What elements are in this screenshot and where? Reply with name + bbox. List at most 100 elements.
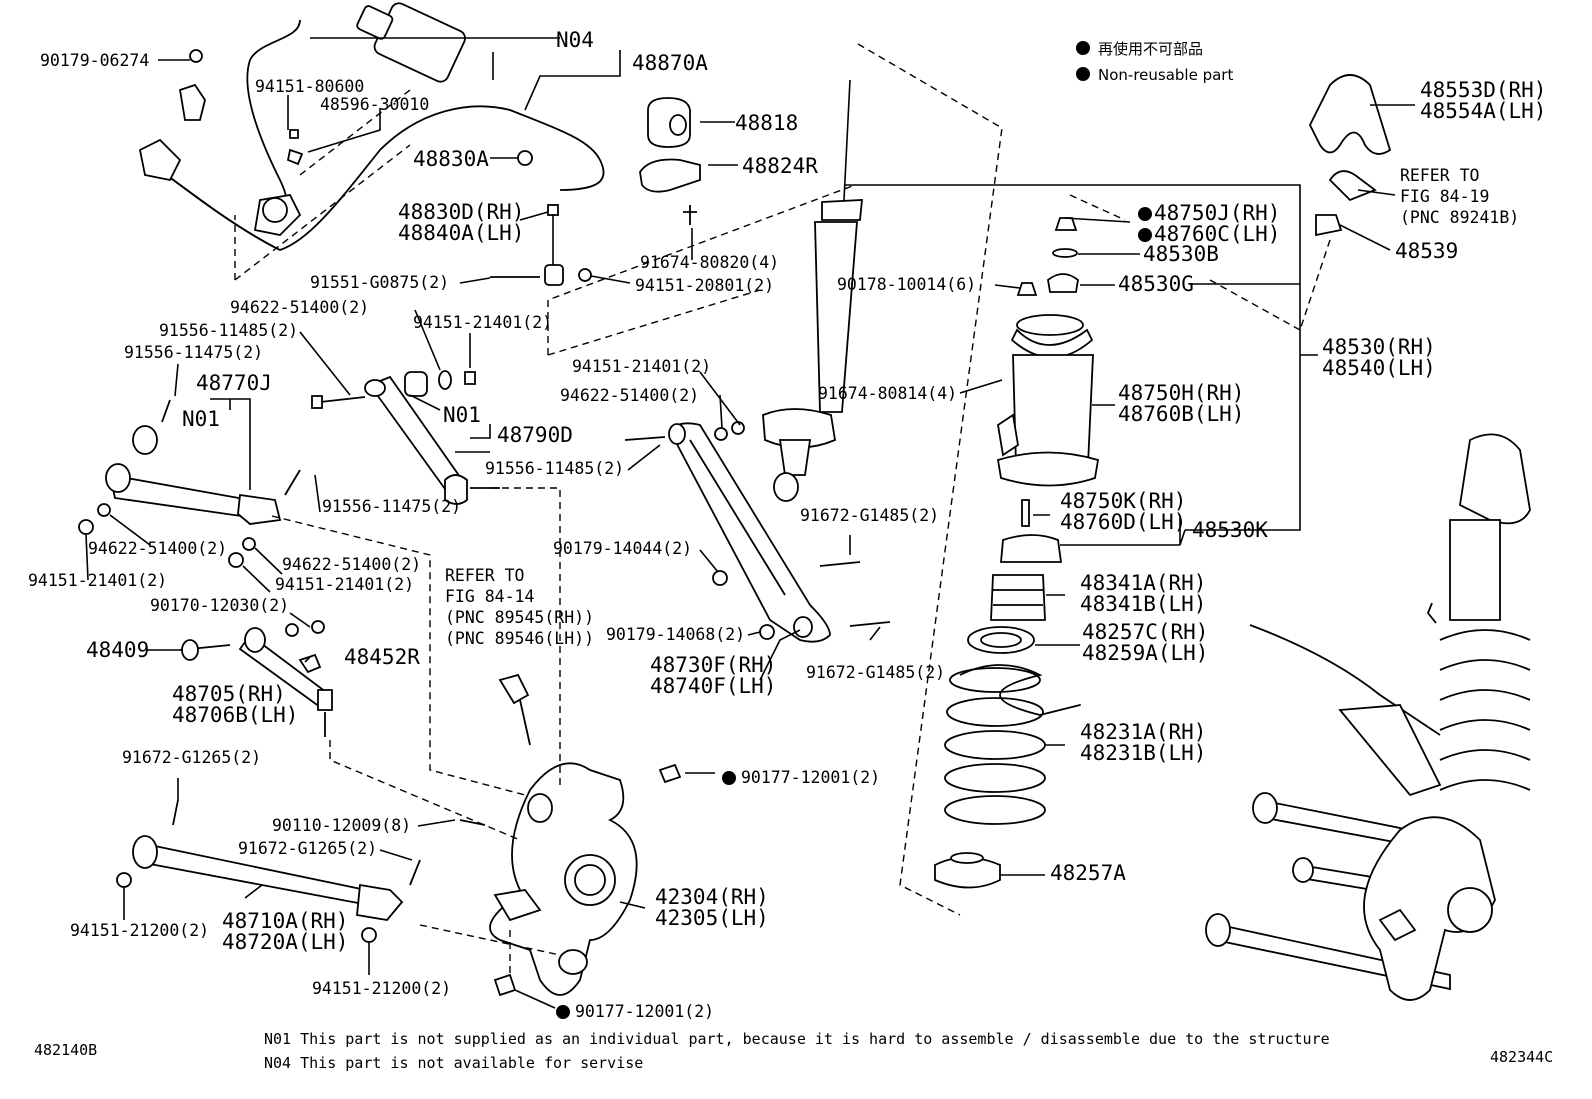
- label-48530g: 48530G: [1118, 272, 1194, 296]
- part-labels: 90179-06274 N04 48870A 94151-80600 48596…: [28, 28, 1546, 1021]
- label-91556-11475-a: 91556-11475(2): [124, 343, 263, 362]
- label-48750h: 48750H(RH): [1118, 381, 1244, 405]
- label-ref2-l2: FIG 84-14: [445, 587, 534, 606]
- upper-arm-48790d: [311, 370, 500, 505]
- label-48760b: 48760B(LH): [1118, 402, 1244, 426]
- label-n01-a: N01: [182, 407, 220, 431]
- label-48720a: 48720A(LH): [222, 930, 348, 954]
- legend-en: Non-reusable part: [1098, 66, 1233, 84]
- label-94151-21200-a: 94151-21200(2): [70, 921, 209, 940]
- label-48540-lh: 48540(LH): [1322, 356, 1436, 380]
- label-90177-12001-b: 90177-12001(2): [575, 1002, 714, 1021]
- stabilizer-bar-group: [138, 2, 605, 281]
- label-42305: 42305(LH): [655, 906, 769, 930]
- label-94151-80600: 94151-80600: [255, 77, 364, 96]
- label-91556-11475-b: 91556-11475(2): [322, 497, 461, 516]
- label-48840a: 48840A(LH): [398, 221, 524, 245]
- label-91674-80820: 91674-80820(4): [640, 253, 779, 272]
- label-91551-g0875: 91551-G0875(2): [310, 273, 449, 292]
- bracket-48824r: [639, 158, 701, 225]
- upper-arm-48770j: [78, 399, 301, 568]
- label-48790d: 48790D: [497, 423, 573, 447]
- label-ref1-l3: (PNC 89241B): [1400, 208, 1519, 227]
- note-n04: N04 This part is not available for servi…: [264, 1054, 643, 1072]
- label-48539: 48539: [1395, 239, 1458, 263]
- legend: 再使用不可部品 Non-reusable part: [1076, 40, 1233, 84]
- label-90179-14044: 90179-14044(2): [553, 539, 692, 558]
- label-48824r: 48824R: [742, 154, 818, 178]
- label-94622-51400-c: 94622-51400(2): [282, 555, 421, 574]
- label-48530k: 48530K: [1192, 518, 1268, 542]
- label-48452r: 48452R: [344, 645, 420, 669]
- label-48760d: 48760D(LH): [1060, 510, 1186, 534]
- label-48341a: 48341A(RH): [1080, 571, 1206, 595]
- label-48341b: 48341B(LH): [1080, 592, 1206, 616]
- label-91672-g1265-b: 91672-G1265(2): [238, 839, 377, 858]
- toe-arm-48705: [179, 620, 333, 737]
- label-48830d: 48830D(RH): [398, 200, 524, 224]
- label-91556-11485-b: 91556-11485(2): [485, 459, 624, 478]
- label-ref1-l2: FIG 84-19: [1400, 187, 1489, 206]
- label-91672-g1265-a: 91672-G1265(2): [122, 748, 261, 767]
- label-n04: N04: [556, 28, 594, 52]
- spring-assembly: [934, 217, 1100, 889]
- label-48231b: 48231B(LH): [1080, 741, 1206, 765]
- label-90110-12009: 90110-12009(8): [272, 816, 411, 835]
- leader-lines: [85, 37, 1415, 1009]
- code-left: 482140B: [34, 1041, 97, 1059]
- label-90170-12030: 90170-12030(2): [150, 596, 289, 615]
- code-right: 482344C: [1490, 1048, 1553, 1066]
- label-48530-rh: 48530(RH): [1322, 335, 1436, 359]
- non-reusable-dot-icon: [1076, 67, 1090, 81]
- label-91672-g1485-a: 91672-G1485(2): [800, 506, 939, 525]
- label-94151-21401-b: 94151-21401(2): [28, 571, 167, 590]
- legend-jp: 再使用不可部品: [1098, 40, 1203, 58]
- label-48596-30010: 48596-30010: [320, 95, 429, 114]
- non-reusable-dot-icon: [1076, 41, 1090, 55]
- label-48530b: 48530B: [1143, 242, 1219, 266]
- label-90178-10014: 90178-10014(6): [837, 275, 976, 294]
- label-48705: 48705(RH): [172, 682, 286, 706]
- note-n01: N01 This part is not supplied as an indi…: [264, 1030, 1330, 1048]
- shock-absorber: [762, 79, 863, 502]
- knuckle-42304: [489, 762, 682, 997]
- label-ref2-l3: (PNC 89545(RH)): [445, 608, 594, 627]
- label-48554a: 48554A(LH): [1420, 99, 1546, 123]
- label-90179-14068: 90179-14068(2): [606, 625, 745, 644]
- label-94151-21401-d: 94151-21401(2): [572, 357, 711, 376]
- non-reusable-dot-icon: [556, 1005, 570, 1019]
- label-ref2-l4: (PNC 89546(LH)): [445, 629, 594, 648]
- label-48710a: 48710A(RH): [222, 909, 348, 933]
- label-48257c: 48257C(RH): [1082, 620, 1208, 644]
- label-ref2-l1: REFER TO: [445, 566, 524, 585]
- bump-cover-48553d: [1308, 74, 1392, 237]
- stabilizer-link: [490, 204, 592, 286]
- assembled-suspension-view: [1205, 433, 1531, 1001]
- label-48760c: 48760C(LH): [1154, 222, 1280, 246]
- label-91674-80814: 91674-80814(4): [818, 384, 957, 403]
- label-48830a: 48830A: [413, 147, 489, 171]
- label-48750k: 48750K(RH): [1060, 489, 1186, 513]
- label-94151-21401-a: 94151-21401(2): [413, 313, 552, 332]
- label-48818: 48818: [735, 111, 798, 135]
- label-48257a: 48257A: [1050, 861, 1126, 885]
- label-91556-11485-a: 91556-11485(2): [159, 321, 298, 340]
- label-48553d: 48553D(RH): [1420, 78, 1546, 102]
- lower-arm-48710a: [116, 799, 486, 943]
- abs-sensor: [498, 673, 531, 746]
- label-48409: 48409: [86, 638, 149, 662]
- label-94622-51400-d: 94622-51400(2): [560, 386, 699, 405]
- label-48706b: 48706B(LH): [172, 703, 298, 727]
- non-reusable-dot-icon: [1138, 228, 1152, 242]
- label-94622-51400-a: 94622-51400(2): [230, 298, 369, 317]
- label-90179-06274: 90179-06274: [40, 51, 149, 70]
- label-94151-21200-b: 94151-21200(2): [312, 979, 451, 998]
- label-94151-21401-c: 94151-21401(2): [275, 575, 414, 594]
- label-42304: 42304(RH): [655, 885, 769, 909]
- label-94151-20801: 94151-20801(2): [635, 276, 774, 295]
- label-48740f: 48740F(LH): [650, 674, 776, 698]
- bushing-48818: [647, 97, 691, 148]
- non-reusable-dot-icon: [722, 771, 736, 785]
- trailing-arm-48730f: [624, 421, 891, 643]
